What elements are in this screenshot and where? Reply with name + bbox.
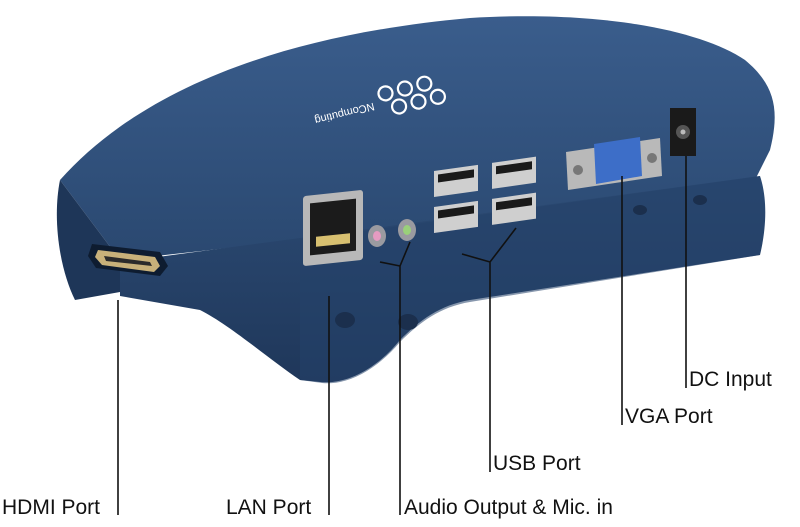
dc-input-icon (670, 108, 696, 156)
label-usb-port: USB Port (493, 452, 581, 475)
vga-port-icon (566, 137, 662, 190)
device-left-side (56, 180, 120, 300)
hdmi-port-icon (88, 244, 168, 276)
base-holes (335, 195, 707, 330)
label-audio-port: Audio Output & Mic. in (404, 496, 613, 519)
leader-lines (117, 156, 687, 515)
audio-port-leader (379, 241, 411, 515)
label-vga-port: VGA Port (625, 405, 713, 428)
usb-ports-icon (434, 156, 536, 234)
label-lan-port: LAN Port (226, 496, 312, 519)
usb-port-leader (461, 227, 517, 472)
audio-jacks-icon (368, 219, 416, 247)
lan-port-icon (303, 190, 363, 266)
label-dc-input: DC Input (689, 368, 772, 391)
label-hdmi-port: HDMI Port (2, 496, 101, 519)
